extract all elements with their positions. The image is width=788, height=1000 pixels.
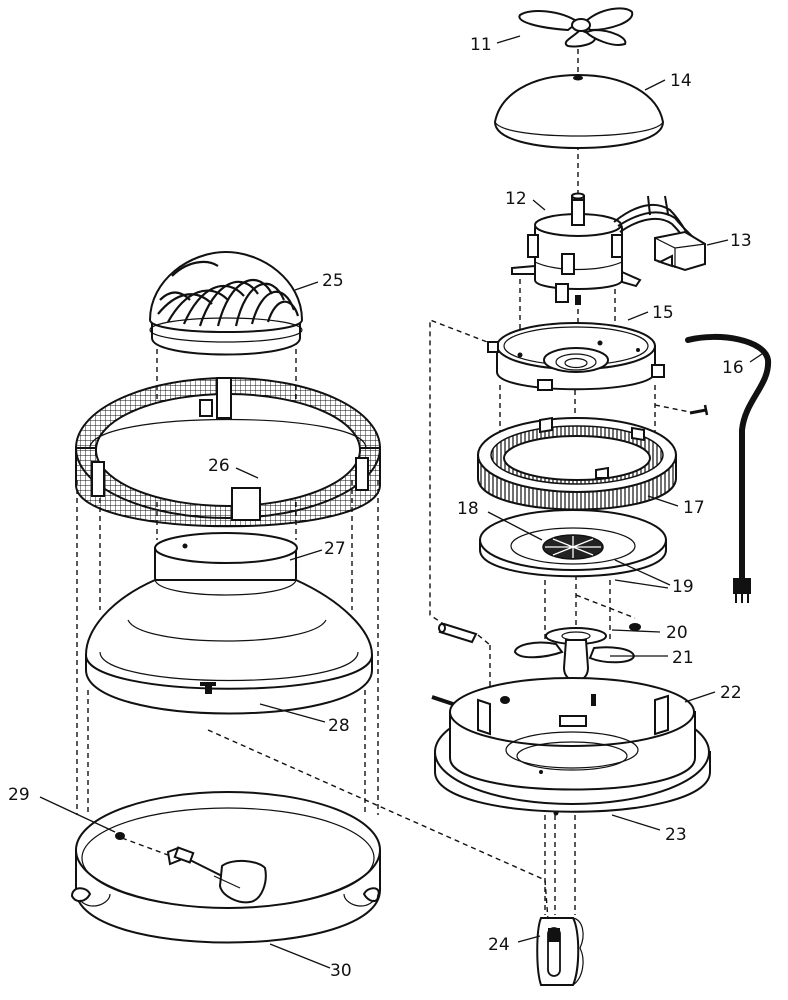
label-30: 30 <box>330 961 352 981</box>
label-21: 21 <box>672 648 694 668</box>
label-22: 22 <box>720 683 742 703</box>
mesh-filter-ring <box>75 377 381 528</box>
diffuser-center <box>542 534 604 560</box>
label-17: 17 <box>683 498 705 518</box>
motor-mount-ring <box>487 322 665 391</box>
part-labels: 11 12 13 14 15 16 17 18 19 20 21 22 23 2… <box>8 35 752 981</box>
label-12: 12 <box>505 189 527 209</box>
impeller-fan <box>513 627 636 682</box>
drain-tube <box>536 917 584 986</box>
screw-rod <box>438 622 478 644</box>
leader-lines <box>39 35 763 969</box>
switch-box <box>654 230 706 272</box>
motor <box>511 192 642 305</box>
fan-blade-top <box>518 7 634 48</box>
label-19: 19 <box>672 577 694 597</box>
label-26: 26 <box>208 456 230 476</box>
label-27: 27 <box>324 539 346 559</box>
label-11: 11 <box>470 35 492 55</box>
tank-cone <box>84 579 374 715</box>
label-15: 15 <box>652 303 674 323</box>
dome-cover <box>493 73 665 150</box>
label-25: 25 <box>322 271 344 291</box>
label-28: 28 <box>328 716 350 736</box>
filter-dome <box>148 250 304 356</box>
label-20: 20 <box>666 623 688 643</box>
label-14: 14 <box>670 71 692 91</box>
label-13: 13 <box>730 231 752 251</box>
power-cord <box>685 334 772 603</box>
housing-base <box>434 677 710 816</box>
screw <box>689 404 709 416</box>
water-tray <box>70 791 381 944</box>
label-16: 16 <box>722 358 744 378</box>
float-valve <box>121 837 267 904</box>
label-18: 18 <box>457 499 479 519</box>
label-24: 24 <box>488 935 510 955</box>
label-29: 29 <box>8 785 30 805</box>
label-23: 23 <box>665 825 687 845</box>
plug-nut <box>629 623 641 631</box>
grille-ring <box>477 416 677 511</box>
